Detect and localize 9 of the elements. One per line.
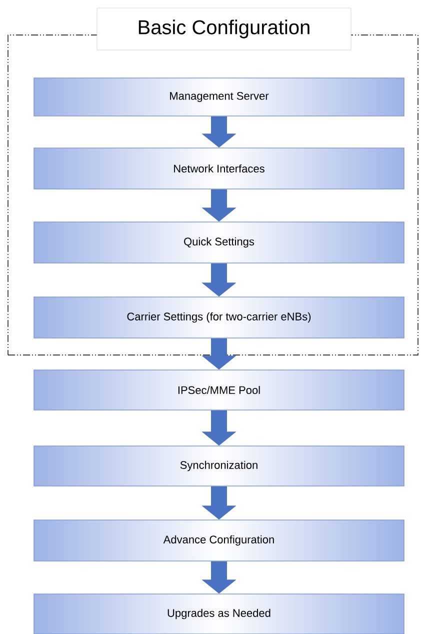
process-box: Carrier Settings (for two-carrier eNBs) (34, 296, 404, 338)
node-label: Basic Configuration (138, 20, 310, 38)
process-box: Synchronization (34, 446, 404, 486)
process-box: IPSec/MME Pool (34, 370, 404, 410)
process-box: Upgrades as Needed (34, 594, 404, 634)
process-box: Advance Configuration (34, 520, 404, 562)
process-box: Network Interfaces (34, 148, 404, 190)
process-box: Quick Settings (34, 222, 404, 264)
process-box: Management Server (34, 78, 404, 116)
